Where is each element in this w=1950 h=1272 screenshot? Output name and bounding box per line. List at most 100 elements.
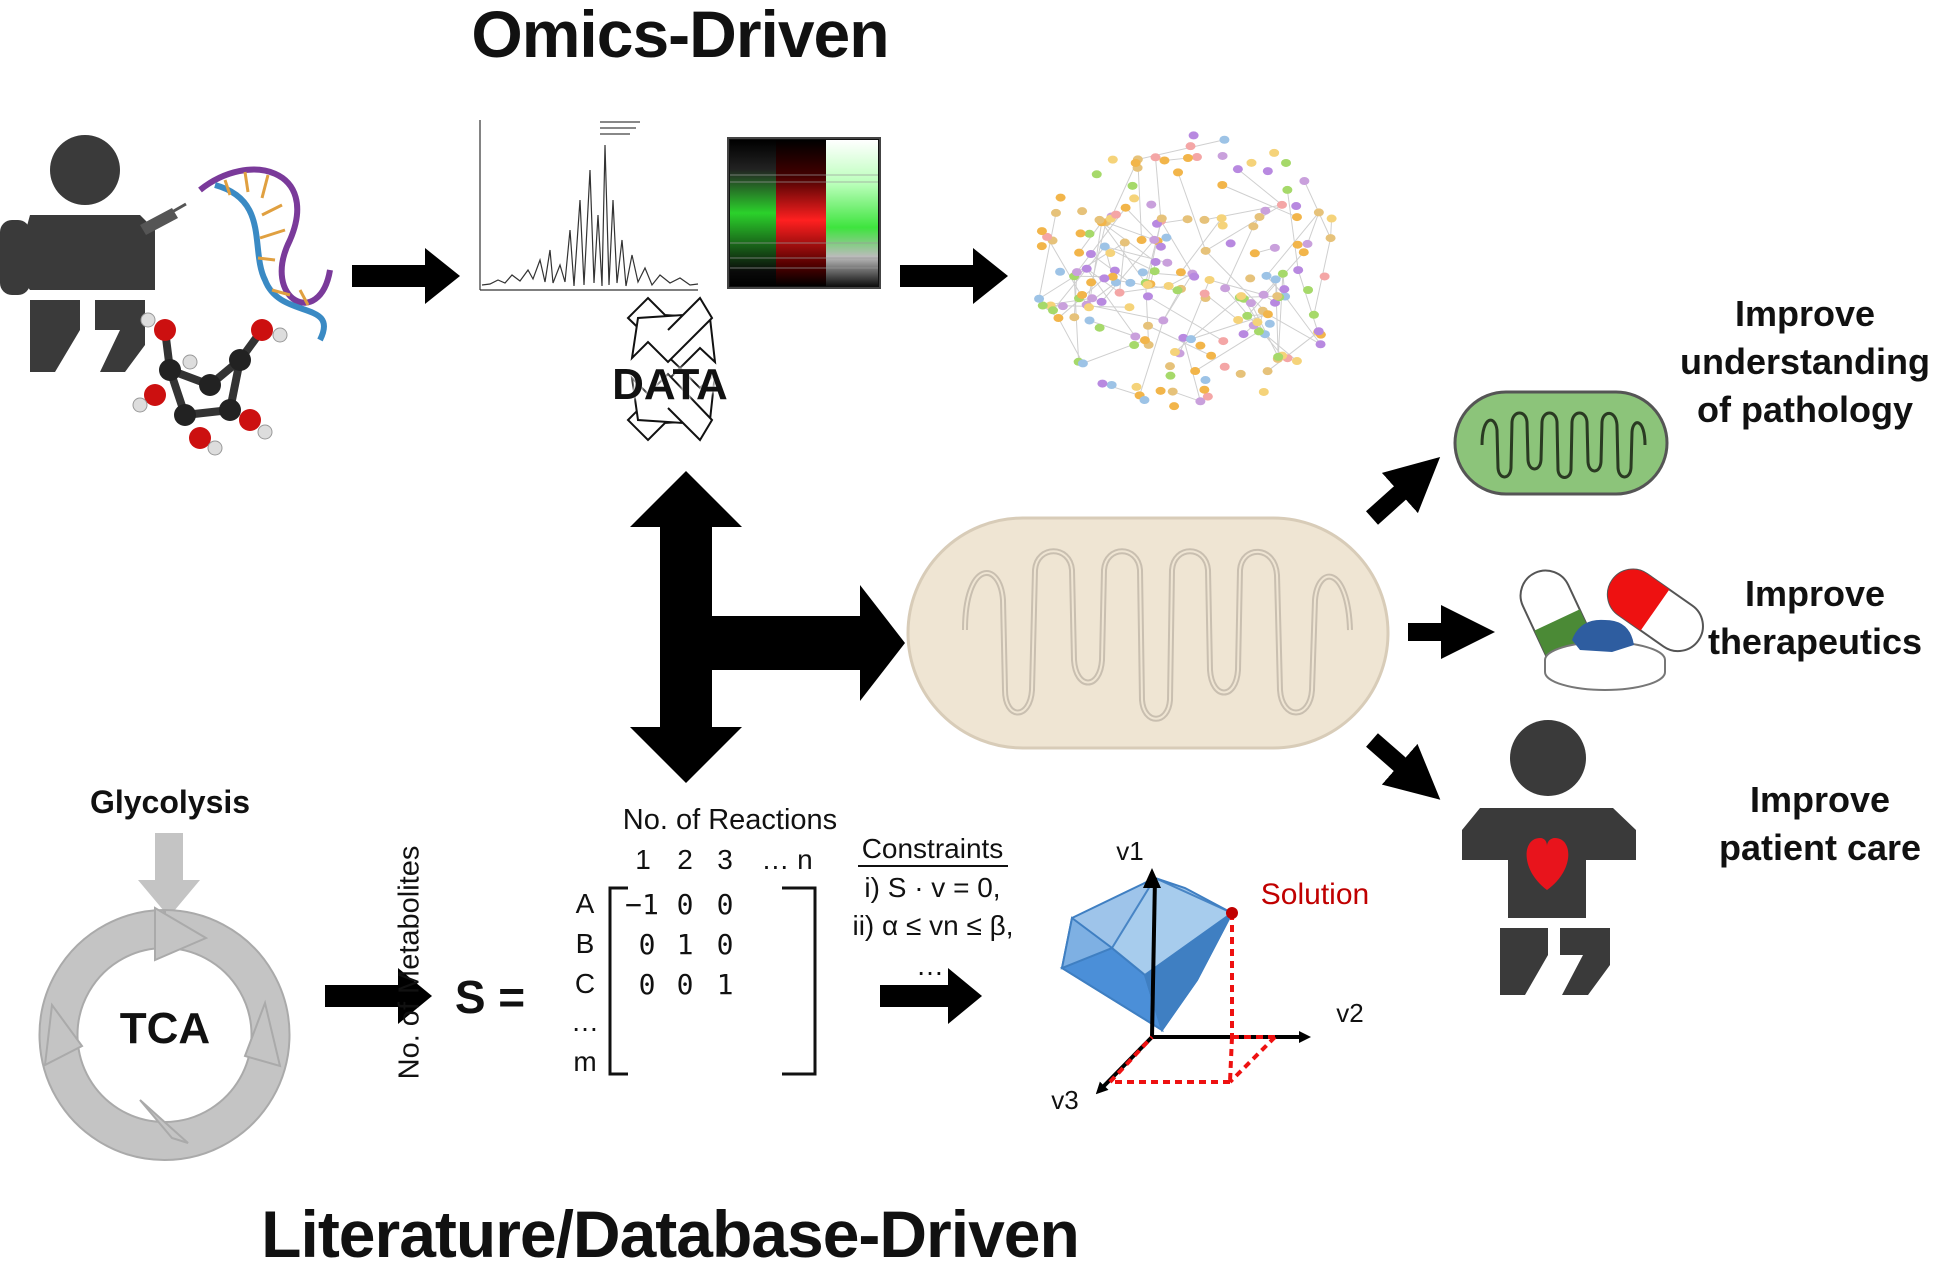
network-edge — [1267, 331, 1319, 372]
network-node — [1248, 222, 1259, 231]
network-node — [1199, 385, 1210, 394]
network-edge — [1267, 313, 1321, 345]
network-edge — [1052, 246, 1106, 311]
network-node — [1262, 167, 1273, 176]
network-node — [1277, 269, 1288, 278]
row-header: B — [575, 928, 595, 959]
network-node — [1139, 336, 1150, 345]
network-node — [1258, 387, 1269, 396]
matrix-cell: 1 — [716, 968, 734, 1001]
network-node — [1077, 290, 1088, 299]
arrow-to-network — [900, 248, 1008, 304]
network-node — [1131, 382, 1142, 391]
network-edge — [1284, 296, 1321, 345]
mitochondrion-model-icon — [906, 516, 1390, 750]
network-node — [1258, 290, 1269, 299]
constraint-item: i) S · v = 0, — [864, 872, 1001, 903]
network-node — [1219, 135, 1230, 144]
arrow-to-patient-care — [1366, 733, 1441, 800]
matrix-column-title: No. of Reactions — [622, 804, 838, 836]
network-node — [1220, 284, 1231, 293]
matrix-cell: −1 — [625, 888, 659, 921]
network-node — [1238, 330, 1249, 339]
solution-space-plot — [1059, 868, 1311, 1095]
network-node — [1218, 337, 1229, 346]
solution-label: Solution — [1260, 878, 1370, 911]
network-node — [1188, 131, 1199, 140]
network-node — [1107, 155, 1118, 164]
network-edge — [1125, 207, 1158, 242]
network-edge — [1119, 242, 1126, 293]
network-graph — [1034, 131, 1337, 411]
network-node — [1048, 306, 1059, 315]
network-node — [1281, 158, 1292, 167]
network-node — [1235, 369, 1246, 378]
network-edge — [1088, 222, 1103, 308]
network-node — [1326, 214, 1337, 223]
network-node — [1173, 168, 1184, 177]
network-edge — [1177, 172, 1207, 251]
network-edge — [1224, 226, 1254, 289]
network-node — [1206, 351, 1217, 360]
network-node — [1071, 268, 1082, 277]
col-header: … n — [761, 844, 813, 875]
pills-icon — [1519, 568, 1704, 691]
network-node — [1036, 242, 1047, 251]
arrow-to-solution-space — [880, 968, 982, 1024]
network-node — [1146, 200, 1157, 209]
matrix-cell: 0 — [716, 888, 734, 921]
network-node — [1200, 376, 1211, 385]
network-edge — [1160, 220, 1195, 277]
network-node — [1084, 229, 1095, 238]
network-node — [1236, 292, 1247, 301]
network-node — [1182, 215, 1193, 224]
network-node — [1253, 327, 1264, 336]
network-node — [1292, 240, 1303, 249]
matrix-brackets — [608, 886, 817, 1076]
network-node — [1074, 248, 1085, 257]
network-edge — [1174, 297, 1241, 353]
network-node — [1254, 212, 1265, 221]
network-edge — [1180, 217, 1223, 273]
network-edge — [1147, 295, 1224, 342]
network-edge — [1205, 250, 1269, 315]
col-header: 1 — [635, 844, 651, 875]
network-node — [1217, 151, 1228, 160]
network-node — [1087, 294, 1098, 303]
row-header: A — [575, 888, 595, 919]
network-node — [1232, 165, 1243, 174]
network-edge — [1209, 279, 1264, 296]
row-header: m — [573, 1046, 597, 1077]
network-node — [1150, 257, 1161, 266]
network-node — [1165, 371, 1176, 380]
network-node — [1106, 381, 1117, 390]
network-node — [1127, 181, 1138, 190]
network-node — [1099, 242, 1110, 251]
network-node — [1167, 387, 1178, 396]
network-node — [1107, 272, 1118, 281]
literature-database-driven-heading: Literature/Database-Driven — [261, 1197, 1080, 1271]
network-node — [1195, 341, 1206, 350]
network-node — [1136, 236, 1147, 245]
network-node — [1185, 335, 1196, 344]
network-node — [1272, 292, 1283, 301]
arrow-to-pathology — [1365, 456, 1441, 525]
network-edge — [1172, 391, 1201, 402]
network-edge — [1089, 319, 1136, 337]
network-node — [1083, 303, 1094, 312]
network-node — [1150, 153, 1161, 162]
network-node — [1262, 310, 1273, 319]
network-node — [1249, 249, 1260, 258]
network-node — [1036, 227, 1047, 236]
mass-spectrum-icon — [479, 120, 699, 291]
glycolysis-label: Glycolysis — [89, 784, 251, 820]
network-node — [1142, 280, 1153, 289]
molecule-model-icon — [132, 312, 288, 456]
network-node — [1291, 357, 1302, 366]
network-node — [1099, 274, 1110, 283]
constraint-item: ii) α ≤ vn ≤ β, — [852, 910, 1014, 941]
axis-label-v1: v1 — [1116, 836, 1144, 866]
network-node — [1114, 288, 1125, 297]
